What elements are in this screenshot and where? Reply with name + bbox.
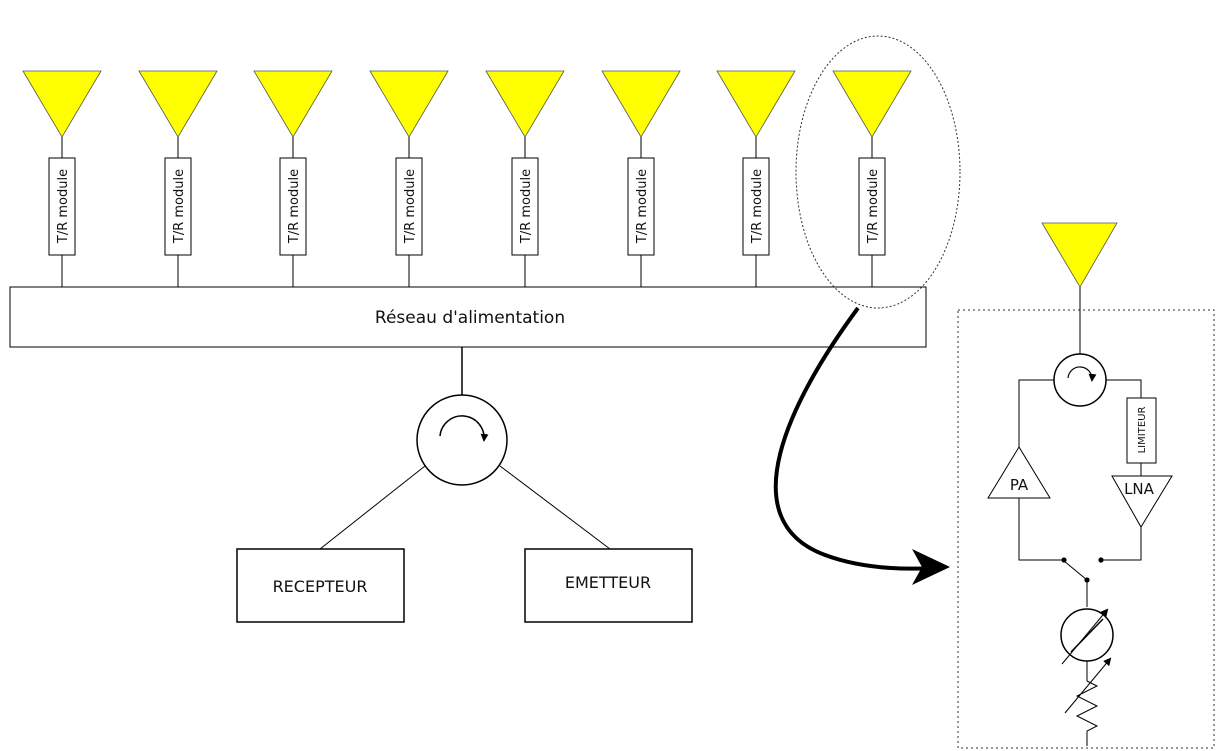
detail-panel: PA LIMITEUR LNA	[957, 222, 1215, 749]
array-element: T/R module	[485, 70, 565, 287]
tr-module-label: T/R module	[287, 169, 302, 244]
highlight-ellipse	[795, 35, 961, 309]
tr-module-label: T/R module	[866, 169, 881, 244]
low-noise-amplifier-icon	[1111, 475, 1173, 528]
receiver-box: RECEPTEUR	[236, 548, 405, 623]
array-element: T/R module	[369, 70, 449, 287]
spdt-switch-icon	[1063, 560, 1090, 607]
tr-module-box	[742, 157, 770, 256]
antenna-icon	[369, 70, 449, 138]
feed-network-label: Réseau d'alimentation	[375, 308, 565, 328]
tr-module-label: T/R module	[403, 169, 418, 244]
lna-label: LNA	[1124, 480, 1155, 498]
array-element: T/R module	[138, 70, 218, 287]
antenna-icon	[601, 70, 681, 138]
zoom-arrow-head	[912, 549, 950, 585]
array-element: T/R module	[832, 70, 912, 287]
antenna-icon	[832, 70, 912, 138]
tr-module-box	[858, 157, 886, 256]
antenna-icon	[253, 70, 333, 138]
main-circulator	[319, 347, 611, 550]
pa-label: PA	[1010, 476, 1029, 494]
array-element: T/R module	[253, 70, 333, 287]
feed-network: Réseau d'alimentation	[9, 286, 927, 348]
tr-module-label: T/R module	[56, 169, 71, 244]
tr-module-label: T/R module	[519, 169, 534, 244]
tr-module-label: T/R module	[635, 169, 650, 244]
phase-shifter-icon	[1060, 608, 1114, 681]
antenna-icon	[22, 70, 102, 138]
array-element: T/R module	[601, 70, 681, 287]
zoom-arrow	[773, 306, 937, 571]
antenna-icon	[485, 70, 565, 138]
tr-module-box	[279, 157, 307, 256]
transmitter-box: EMETTEUR	[524, 548, 693, 623]
tr-module-box	[395, 157, 423, 256]
tr-module-box	[164, 157, 192, 256]
circulator-icon	[416, 394, 508, 486]
limiter-label: LIMITEUR	[1137, 407, 1148, 454]
array-element: T/R module	[22, 70, 102, 287]
detail-circulator-icon	[1053, 353, 1107, 407]
transmitter-label: EMETTEUR	[565, 573, 651, 592]
variable-attenuator-icon	[1064, 657, 1112, 746]
tr-module-box	[627, 157, 655, 256]
tr-module-label: T/R module	[750, 169, 765, 244]
limiter-box	[1126, 397, 1157, 464]
antenna-icon	[138, 70, 218, 138]
receiver-label: RECEPTEUR	[273, 577, 368, 596]
tr-module-label: T/R module	[172, 169, 187, 244]
antenna-icon	[716, 70, 796, 138]
detail-antenna-icon	[1041, 222, 1118, 288]
antenna-array: T/R module T/R module T/R module T/R module…	[22, 70, 912, 287]
array-element: T/R module	[716, 70, 796, 287]
